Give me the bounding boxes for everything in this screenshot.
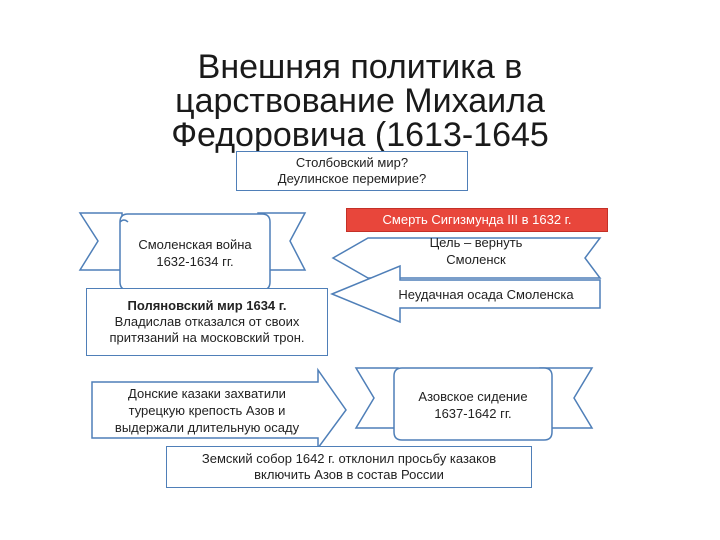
don-cossacks-arrow-shape — [91, 367, 347, 451]
smolensk-war-line-2: 1632-1634 гг. — [156, 254, 234, 269]
failed-siege-label: Неудачная осада Смоленска — [372, 286, 600, 303]
sigismund-death-box: Смерть Сигизмунда III в 1632 г. — [346, 208, 608, 232]
goal-line-1: Цель – вернуть — [429, 235, 523, 250]
don-cossacks-line-3: выдержали длительную осаду — [114, 420, 300, 435]
don-cossacks-label: Донские казаки захватили турецкую крепос… — [94, 385, 320, 436]
azov-siege-label: Азовское сидение 1637-1642 гг. — [398, 388, 548, 422]
don-cossacks-line-2: турецкую крепость Азов и — [128, 403, 286, 418]
sigismund-death-text: Смерть Сигизмунда III в 1632 г. — [382, 212, 572, 227]
azov-siege-banner — [354, 367, 594, 441]
stolbovo-line-2: Деулинское перемирие? — [277, 171, 427, 186]
smolensk-war-label: Смоленская война 1632-1634 гг. — [122, 236, 268, 270]
polyanovka-line-2: Владислав отказался от своих — [114, 314, 300, 329]
stolbovo-line-1: Столбовский мир? — [295, 155, 409, 170]
stolbovo-box: Столбовский мир? Деулинское перемирие? — [236, 151, 468, 191]
title-line-2: царствование Михаила — [175, 82, 545, 120]
azov-siege-line-1: Азовское сидение — [418, 389, 528, 404]
zemsky-sobor-line-1: Земский собор 1642 г. отклонил просьбу к… — [201, 451, 497, 466]
smolensk-war-line-1: Смоленская война — [138, 237, 252, 252]
don-cossacks-line-1: Донские казаки захватили — [128, 386, 286, 401]
failed-siege-arrow-shape — [330, 264, 601, 324]
goal-line-2: Смоленск — [446, 252, 506, 267]
failed-siege-text: Неудачная осада Смоленска — [398, 287, 574, 302]
smolensk-war-banner — [78, 212, 307, 291]
polyanovka-line-1: Поляновский мир 1634 г. — [127, 298, 287, 313]
zemsky-sobor-box: Земский собор 1642 г. отклонил просьбу к… — [166, 446, 532, 488]
goal-label: Цель – вернуть Смоленск — [386, 234, 566, 268]
polyanovka-box: Поляновский мир 1634 г. Владислав отказа… — [86, 288, 328, 356]
polyanovka-line-3: притязаний на московский трон. — [109, 330, 305, 345]
azov-siege-line-2: 1637-1642 гг. — [434, 406, 512, 421]
title-line-1: Внешняя политика в — [197, 48, 523, 86]
zemsky-sobor-line-2: включить Азов в состав России — [254, 467, 444, 482]
